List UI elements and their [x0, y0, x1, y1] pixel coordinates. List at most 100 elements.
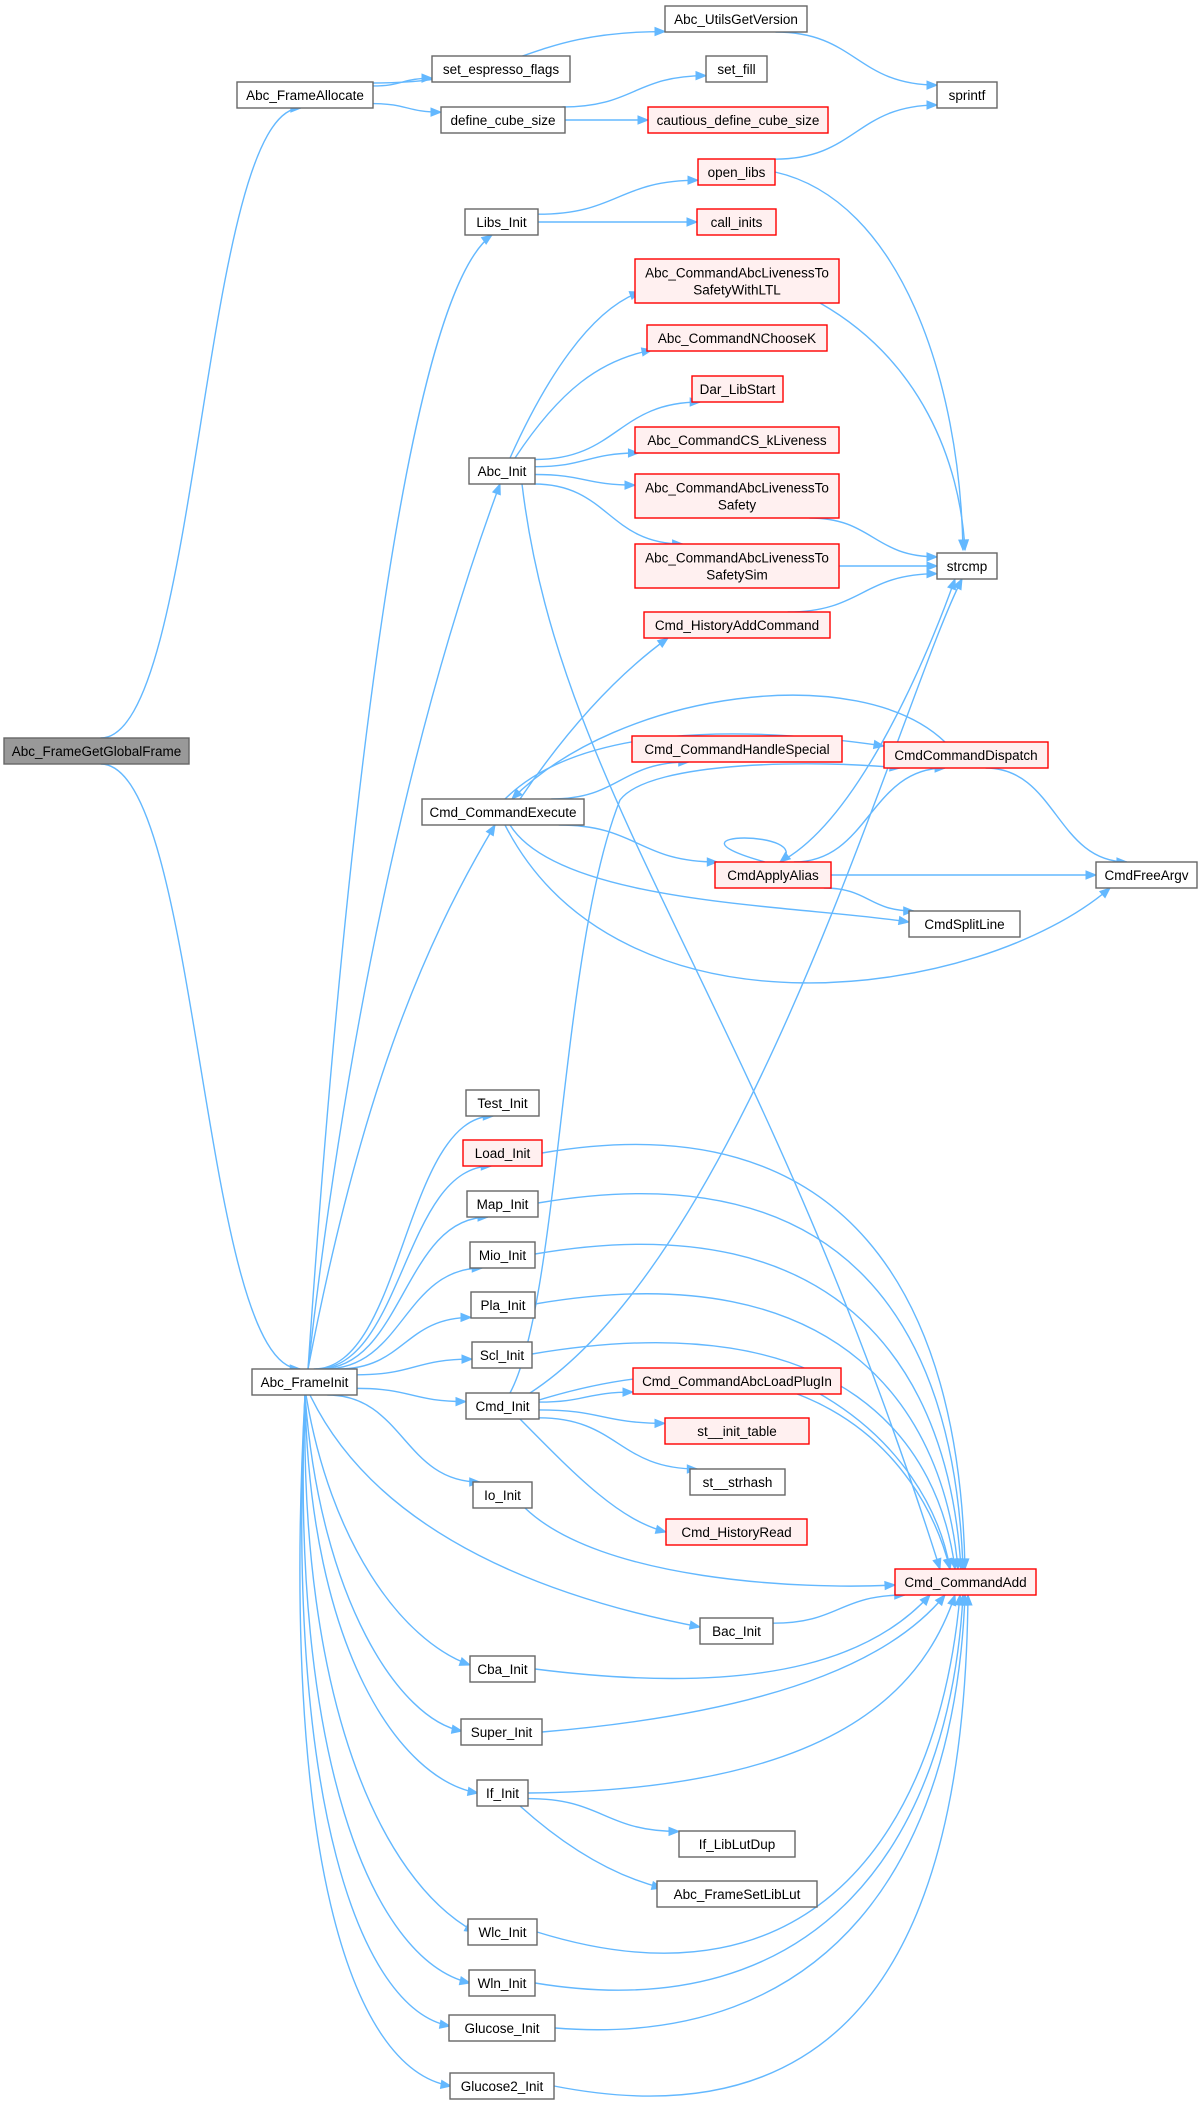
node-io-init[interactable]: Io_Init	[472, 1481, 533, 1509]
node-mio-init[interactable]: Mio_Init	[469, 1241, 536, 1269]
node-if-init[interactable]: If_Init	[476, 1779, 529, 1807]
node-label: Abc_UtilsGetVersion	[674, 12, 798, 27]
node-load-plugin[interactable]: Cmd_CommandAbcLoadPlugIn	[632, 1367, 842, 1395]
node-test-init[interactable]: Test_Init	[465, 1089, 540, 1117]
node-cmd-execute[interactable]: Cmd_CommandExecute	[421, 798, 585, 826]
node-super-init[interactable]: Super_Init	[460, 1718, 543, 1746]
edge-root-to-frame-allocate	[100, 107, 301, 739]
node-box	[894, 1568, 1037, 1596]
node-box	[236, 81, 374, 109]
node-apply-alias[interactable]: CmdApplyAlias	[714, 861, 832, 889]
node-label: Mio_Init	[479, 1248, 527, 1263]
node-utils-get-version[interactable]: Abc_UtilsGetVersion	[664, 5, 808, 33]
node-label: Load_Init	[475, 1146, 531, 1161]
node-st-init-table[interactable]: st__init_table	[664, 1417, 810, 1445]
node-history-add[interactable]: Cmd_HistoryAddCommand	[643, 611, 831, 639]
node-dispatch[interactable]: CmdCommandDispatch	[883, 741, 1049, 769]
edge-if-init-to-if-liblutdup-arrowhead	[668, 1826, 681, 1837]
node-cs-kliveness[interactable]: Abc_CommandCS_kLiveness	[634, 426, 840, 454]
edge-history-add-to-strcmp-arrowhead	[926, 568, 939, 579]
node-set-fill[interactable]: set_fill	[705, 55, 768, 83]
edge-glucose2-init-to-command-add-arrowhead	[963, 1593, 973, 1606]
node-root[interactable]: Abc_FrameGetGlobalFrame	[3, 737, 190, 765]
node-box	[472, 1481, 533, 1509]
node-label: Abc_CommandAbcLivenessTo	[645, 551, 829, 566]
node-label: st__strhash	[703, 1475, 773, 1490]
node-cmd-init[interactable]: Cmd_Init	[465, 1392, 540, 1420]
node-label: CmdFreeArgv	[1104, 868, 1188, 883]
node-frame-allocate[interactable]: Abc_FrameAllocate	[236, 81, 374, 109]
node-command-add[interactable]: Cmd_CommandAdd	[894, 1568, 1037, 1596]
edge-wln-init-to-command-add	[534, 1594, 964, 1991]
node-box	[634, 543, 840, 589]
node-pla-init[interactable]: Pla_Init	[470, 1291, 536, 1319]
edge-dispatch-to-free-argv	[985, 767, 1127, 863]
node-label: Cmd_CommandAbcLoadPlugIn	[642, 1374, 832, 1389]
node-label: Wlc_Init	[478, 1925, 526, 1940]
node-box	[665, 1518, 808, 1546]
edge-io-init-to-command-add	[524, 1507, 896, 1587]
edge-cmd-init-to-load-plugin	[538, 1391, 634, 1403]
node-box	[647, 106, 829, 134]
edge-if-init-to-command-add	[527, 1594, 956, 1794]
edge-frame-init-to-map-init	[318, 1216, 489, 1370]
edge-cmd-execute-to-history-add-arrowhead	[656, 637, 670, 648]
node-abc-init[interactable]: Abc_Init	[468, 457, 536, 485]
node-box	[440, 106, 566, 134]
node-open-libs[interactable]: open_libs	[697, 158, 776, 186]
node-if-liblutdup[interactable]: If_LibLutDup	[678, 1830, 796, 1858]
node-map-init[interactable]: Map_Init	[466, 1190, 539, 1218]
edge-frame-init-to-glucose2-init-arrowhead	[439, 2079, 453, 2090]
node-dar-libstart[interactable]: Dar_LibStart	[691, 375, 784, 403]
node-cautious-define-cube-size[interactable]: cautious_define_cube_size	[647, 106, 829, 134]
node-frame-init[interactable]: Abc_FrameInit	[251, 1368, 358, 1396]
node-wln-init[interactable]: Wln_Init	[468, 1969, 536, 1997]
node-box	[476, 1779, 529, 1807]
node-call-inits[interactable]: call_inits	[696, 208, 777, 236]
node-label: Abc_FrameGetGlobalFrame	[12, 744, 182, 759]
node-libs-init[interactable]: Libs_Init	[464, 208, 539, 236]
edge-frame-init-to-glucose-init	[301, 1394, 451, 2027]
edge-load-plugin-to-command-add	[819, 1393, 951, 1570]
node-wlc-init[interactable]: Wlc_Init	[467, 1918, 538, 1946]
node-bac-init[interactable]: Bac_Init	[699, 1617, 774, 1645]
node-glucose-init[interactable]: Glucose_Init	[448, 2014, 556, 2042]
node-free-argv[interactable]: CmdFreeArgv	[1095, 861, 1198, 889]
node-box	[691, 375, 784, 403]
node-label: Dar_LibStart	[700, 382, 776, 397]
edge-cmd-execute-to-split-line	[509, 824, 910, 923]
edge-frame-init-to-libs-init-arrowhead	[480, 234, 494, 245]
edge-super-init-to-command-add-arrowhead	[934, 1593, 946, 1607]
node-set-espresso-flags[interactable]: set_espresso_flags	[431, 55, 571, 83]
node-scl-init[interactable]: Scl_Init	[471, 1341, 533, 1369]
edge-liveness-safety-to-strcmp-arrowhead	[926, 552, 939, 562]
node-handle-special[interactable]: Cmd_CommandHandleSpecial	[631, 735, 843, 763]
edge-libs-init-to-open-libs	[537, 179, 699, 215]
edge-frame-allocate-to-utils-get-version-arrowhead	[654, 26, 667, 37]
node-frame-setliblut[interactable]: Abc_FrameSetLibLut	[656, 1880, 818, 1908]
node-label: Bac_Init	[712, 1624, 761, 1639]
node-split-line[interactable]: CmdSplitLine	[908, 910, 1021, 938]
edge-liveness-sim-to-strcmp-arrowhead	[926, 561, 939, 571]
edge-cmd-init-to-strcmp-arrowhead	[952, 577, 963, 591]
edge-frame-init-to-abc-init	[307, 483, 501, 1370]
node-define-cube-size[interactable]: define_cube_size	[440, 106, 566, 134]
edge-frame-init-to-cmd-init	[356, 1387, 467, 1403]
node-label: define_cube_size	[450, 113, 555, 128]
edge-frame-allocate-to-define-cube-size-arrowhead	[430, 107, 443, 117]
node-history-read[interactable]: Cmd_HistoryRead	[665, 1518, 808, 1546]
node-strcmp[interactable]: strcmp	[936, 552, 998, 580]
node-sprintf[interactable]: sprintf	[936, 81, 998, 109]
edge-dispatch-to-cmd-execute	[511, 694, 946, 800]
node-nchoosek[interactable]: Abc_CommandNChooseK	[646, 324, 828, 352]
edge-liveness-ltl-to-strcmp-arrowhead	[959, 539, 970, 552]
node-label: Cmd_CommandHandleSpecial	[644, 742, 829, 757]
node-glucose2-init[interactable]: Glucose2_Init	[449, 2072, 555, 2100]
node-cba-init[interactable]: Cba_Init	[469, 1655, 536, 1683]
node-st-strhash[interactable]: st__strhash	[689, 1468, 786, 1496]
node-load-init[interactable]: Load_Init	[462, 1139, 543, 1167]
